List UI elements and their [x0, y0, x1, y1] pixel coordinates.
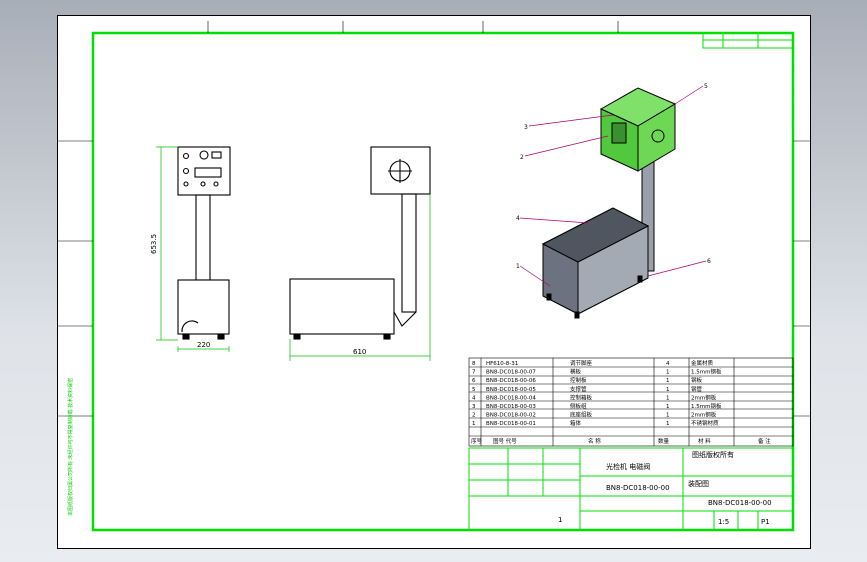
bom-cell-name: 调节脚座 — [570, 359, 593, 367]
bom-cell-no: 6 — [472, 378, 476, 384]
bom-cell-name: 控制板 — [570, 376, 587, 384]
bom-header-code: 图号 代号 — [493, 437, 517, 445]
bom-cell-name: 箱体 — [570, 419, 582, 427]
dim-height: 653.5 — [150, 234, 158, 254]
bom-cell-name: 支撑管 — [570, 385, 587, 393]
bom-cell-material: 钢管 — [691, 385, 703, 393]
bom-header-remark: 备 注 — [758, 437, 771, 445]
bom-cell-no: 4 — [472, 395, 476, 401]
bom-cell-code: BN8-DC018-00-01 — [486, 421, 536, 427]
bom-cell-material: 2mm钢板 — [691, 411, 717, 419]
bom-cell-qty: 4 — [666, 361, 670, 367]
sheet-number: 1 — [558, 516, 562, 524]
balloon-1: 1 — [516, 263, 520, 270]
bom-cell-qty: 1 — [666, 378, 670, 384]
bom-cell-code: BN8-DC018-00-06 — [486, 378, 536, 384]
drawing-frame — [91, 31, 795, 532]
page-number: P1 — [761, 518, 770, 526]
balloon-6: 6 — [707, 258, 711, 265]
bom-cell-material: 1.5mm钢板 — [691, 368, 722, 376]
company-name: 图纸版权所有 — [692, 450, 734, 459]
bom-cell-code: BN8-DC018-00-04 — [486, 395, 536, 401]
front-view — [177, 146, 231, 340]
bom-cell-no: 7 — [472, 370, 476, 376]
balloon-2: 2 — [520, 154, 524, 161]
bom-cell-material: 不锈钢材质 — [691, 419, 719, 427]
balloon-leaders — [519, 85, 707, 287]
dim-width: 220 — [197, 341, 210, 349]
bom-cell-code: BN8-DC018-00-02 — [486, 413, 536, 419]
front-dims — [156, 146, 230, 352]
bom-header-name: 名 称 — [588, 437, 601, 445]
title-block — [468, 447, 794, 531]
scale: 1:5 — [718, 518, 729, 526]
top-right-stamp — [702, 32, 794, 49]
drawing-sheet: 本图纸版权归属公司所有 未经许可不得复制转载 技术资料保密 653.5 220 — [57, 15, 811, 549]
bom-cell-qty: 1 — [666, 395, 670, 401]
drawing-number-2: BN8-DC018-00-00 — [708, 499, 772, 507]
bom-cell-qty: 1 — [666, 370, 670, 376]
bom-cell-name: 横板 — [570, 368, 582, 376]
balloon-3: 3 — [524, 124, 528, 131]
drawing-canvas: 本图纸版权归属公司所有 未经许可不得复制转载 技术资料保密 653.5 220 — [58, 21, 810, 532]
bom-cell-material: 2mm钢板 — [691, 393, 717, 401]
side-view — [289, 146, 431, 340]
bom-header-material: 材 料 — [698, 437, 711, 445]
bom-cell-no: 3 — [472, 404, 476, 410]
bom-cell-code: BN8-DC018-00-05 — [486, 387, 536, 393]
balloon-4: 4 — [516, 215, 520, 222]
bom-cell-no: 2 — [472, 413, 476, 419]
bom-header-no: 序号 — [471, 437, 483, 445]
bom-cell-qty: 1 — [666, 387, 670, 393]
bom-cell-code: HF610-8-31 — [486, 361, 518, 367]
bom-cell-code: BN8-DC018-00-03 — [486, 404, 536, 410]
bom-cell-name: 控制箱板 — [570, 393, 593, 401]
bom-cell-no: 8 — [472, 361, 476, 367]
bom-cell-material: 金属材质 — [691, 359, 714, 367]
bom-cell-material: 钢板 — [691, 376, 703, 384]
bom-cell-name: 底座组板 — [570, 411, 593, 419]
bom-header-qty: 数量 — [658, 437, 670, 445]
isometric-view — [541, 87, 677, 319]
bom-cell-no: 5 — [472, 387, 476, 393]
bom-cell-qty: 1 — [666, 404, 670, 410]
bom-cell-name: 侧板组 — [570, 402, 587, 410]
balloon-5: 5 — [704, 83, 708, 90]
bom-cell-no: 1 — [472, 421, 476, 427]
bom-cell-code: BN8-DC018-00-07 — [486, 370, 536, 376]
bom-cell-qty: 1 — [666, 421, 670, 427]
dim-length: 610 — [353, 348, 366, 356]
bom-table — [468, 357, 794, 447]
part-name: 装配图 — [688, 479, 709, 488]
side-dims — [289, 194, 431, 361]
bom-cell-material: 1.5mm钢板 — [691, 402, 722, 410]
drawing-number: BN8-DC018-00-00 — [606, 484, 670, 492]
bom-cell-qty: 1 — [666, 413, 670, 419]
side-notice: 本图纸版权归属公司所有 未经许可不得复制转载 技术资料保密 — [67, 378, 74, 516]
project-name: 光检机 电磁阀 — [606, 462, 650, 471]
